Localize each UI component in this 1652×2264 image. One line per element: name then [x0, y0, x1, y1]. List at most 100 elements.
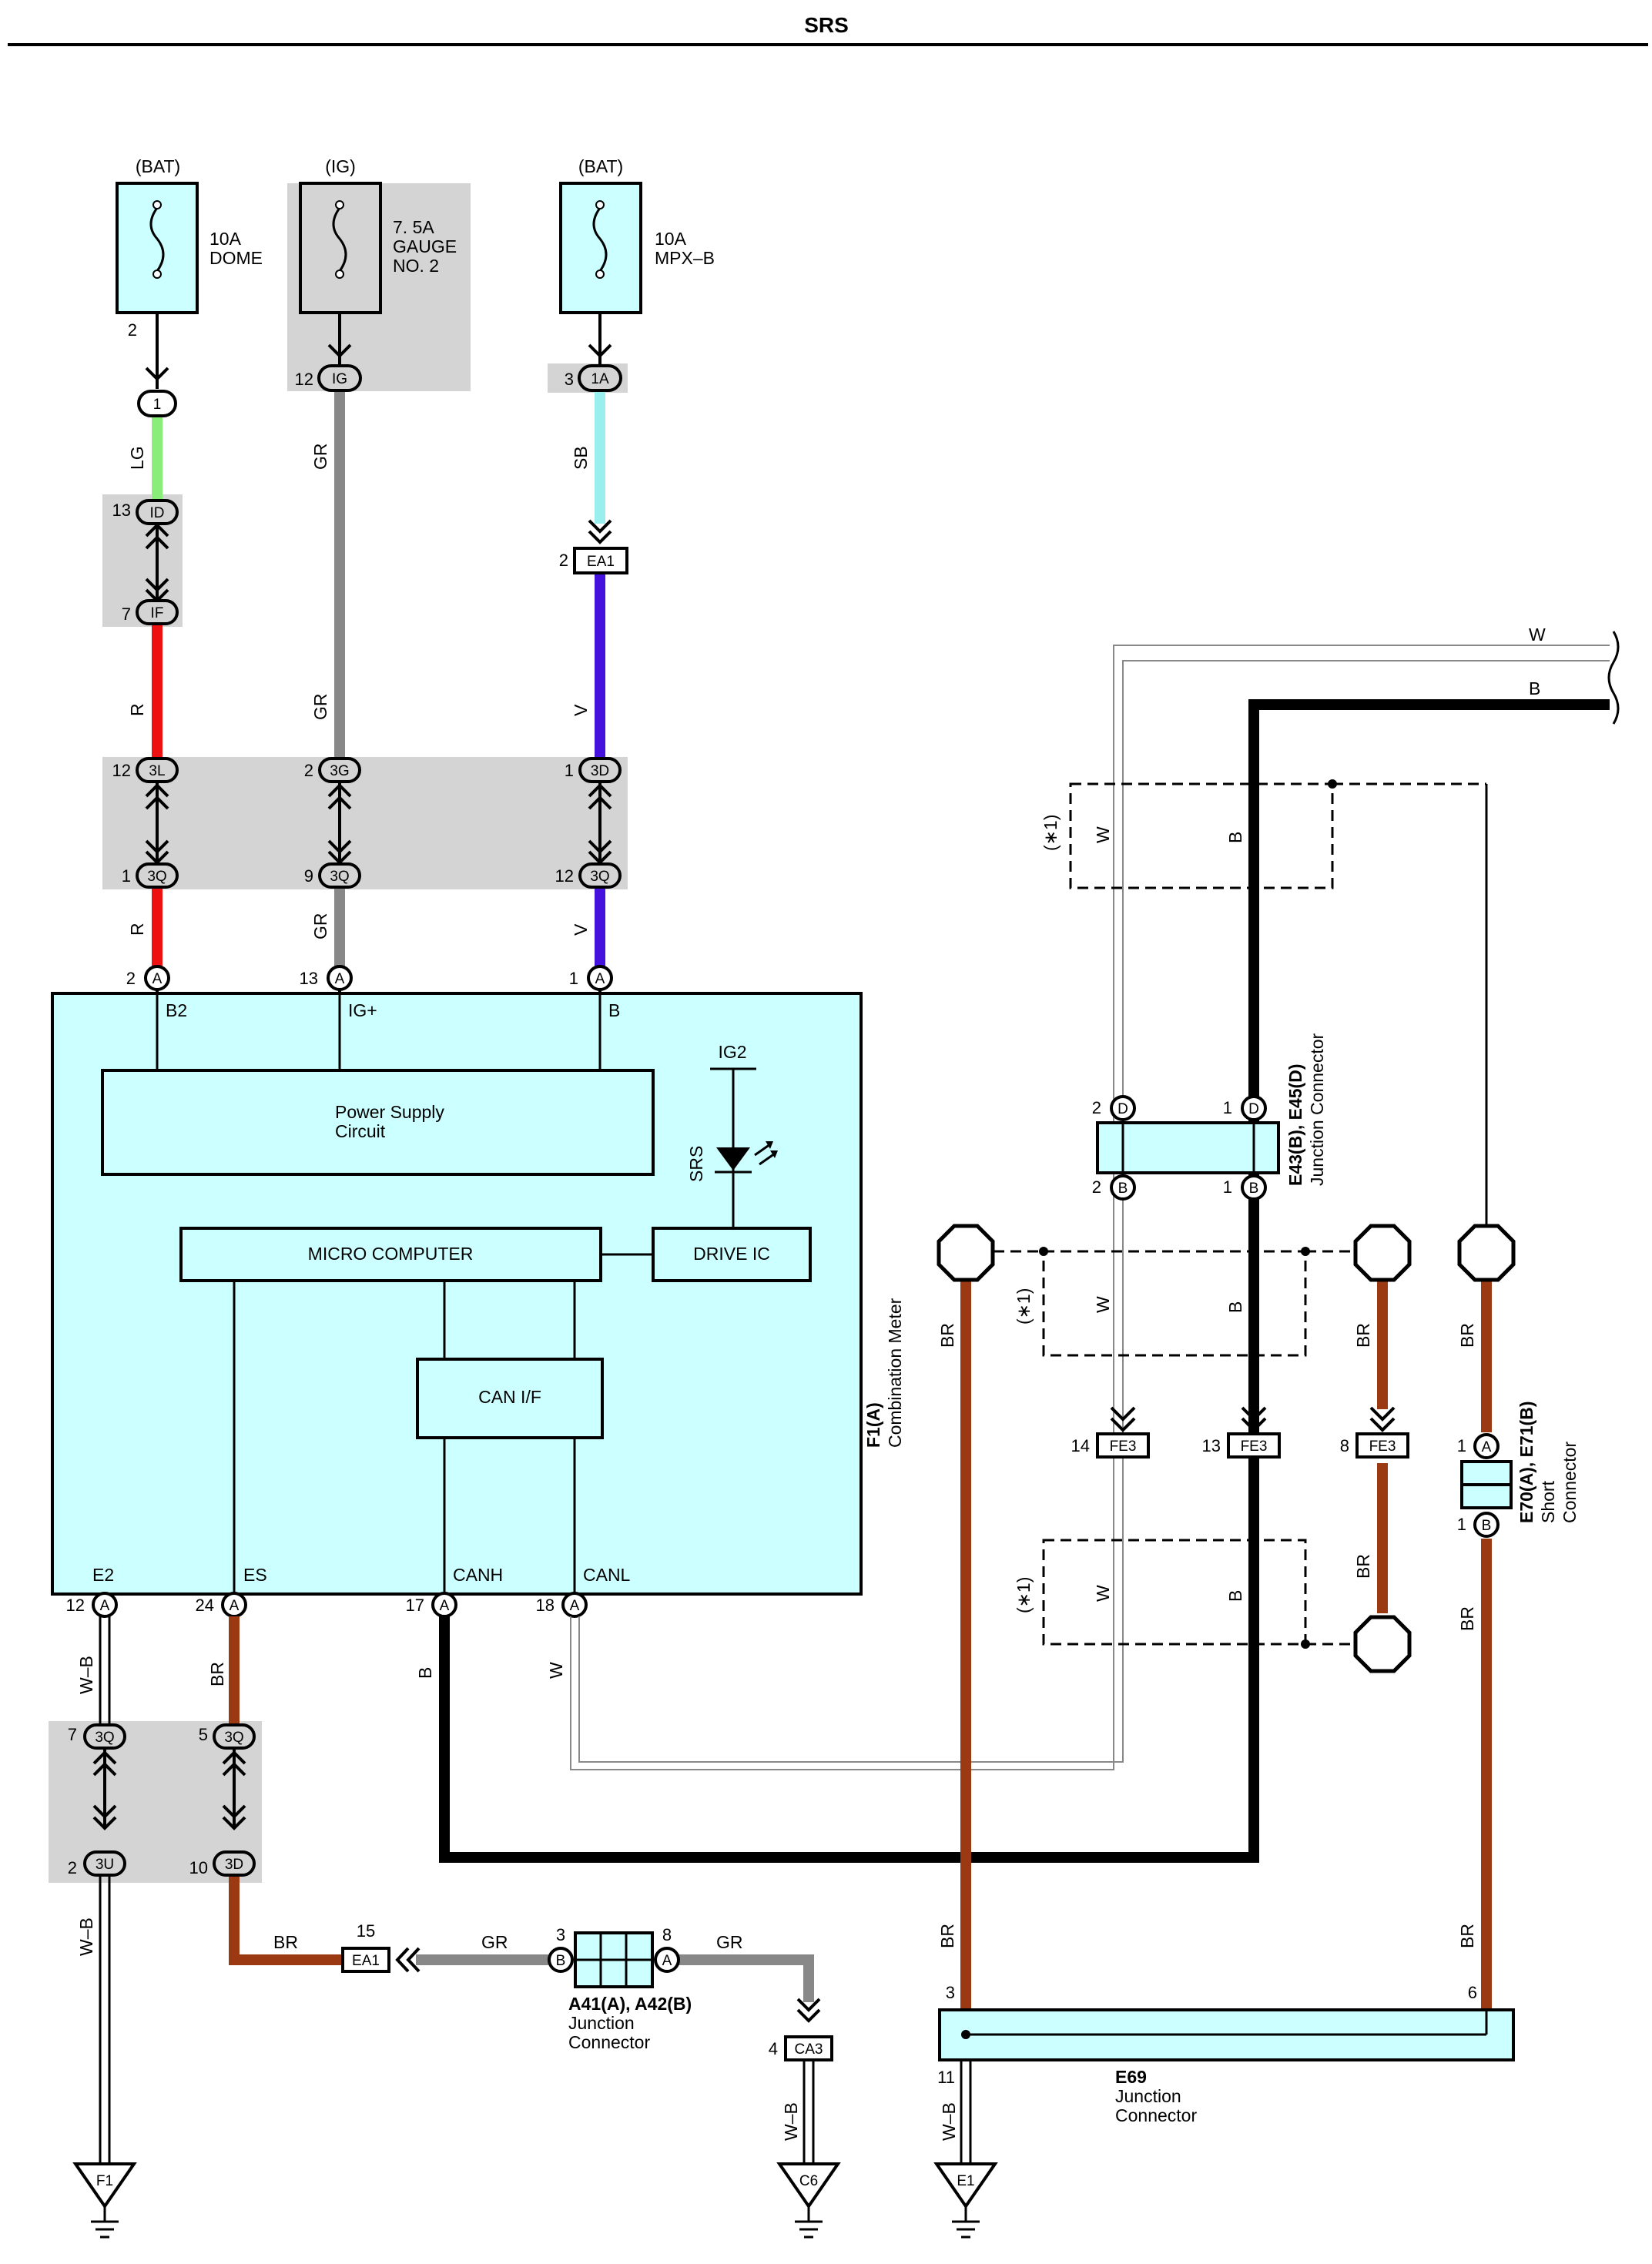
svg-text:3D: 3D	[225, 1857, 243, 1873]
junction-a41-a42: 3 B 8 A A41(A), A42(B) Junction Connecto…	[548, 1925, 692, 2052]
svg-text:Circuit: Circuit	[335, 1121, 386, 1141]
svg-text:Junction: Junction	[568, 2013, 635, 2033]
svg-text:13: 13	[112, 501, 131, 520]
svg-text:W: W	[1529, 625, 1546, 645]
svg-text:GR: GR	[310, 694, 330, 721]
can-if	[416, 1358, 604, 1439]
svg-text:W: W	[546, 1662, 566, 1679]
svg-text:A: A	[100, 1598, 110, 1614]
wire-b-main	[1248, 699, 1610, 1109]
svg-text:GR: GR	[716, 1932, 743, 1952]
svg-text:CANH: CANH	[453, 1565, 503, 1585]
ground-c6: C6	[776, 2162, 841, 2239]
svg-text:10A: 10A	[209, 229, 242, 249]
svg-text:GAUGE: GAUGE	[393, 236, 457, 256]
svg-text:R: R	[127, 703, 147, 716]
svg-text:14: 14	[1071, 1436, 1090, 1455]
svg-text:B: B	[415, 1667, 435, 1679]
svg-text:A: A	[595, 971, 605, 987]
svg-text:CA3: CA3	[795, 2041, 823, 2058]
connector-arrows-3x	[145, 782, 612, 865]
svg-text:18: 18	[536, 1596, 555, 1615]
svg-text:1: 1	[565, 761, 574, 780]
svg-text:IG: IG	[332, 371, 347, 387]
connector-1a: 3 1A	[565, 364, 622, 392]
svg-text:(BAT): (BAT)	[136, 156, 180, 176]
svg-text:15: 15	[357, 1921, 375, 1941]
svg-text:B: B	[1225, 1301, 1245, 1313]
svg-text:E43(B), E45(D): E43(B), E45(D)	[1285, 1064, 1305, 1186]
dashed-box-labels: (∗1) W B (∗1) W B (∗1) W B	[1014, 815, 1245, 1613]
svg-text:3Q: 3Q	[330, 869, 349, 885]
svg-text:B: B	[1225, 1590, 1245, 1602]
svg-text:2: 2	[126, 969, 136, 988]
svg-text:A: A	[152, 971, 163, 987]
connector-id-if: 13 ID 7 IF	[112, 499, 179, 625]
svg-text:SB: SB	[571, 446, 591, 470]
svg-text:3Q: 3Q	[95, 1730, 114, 1746]
svg-text:BR: BR	[207, 1662, 227, 1686]
svg-text:A: A	[1482, 1439, 1492, 1455]
svg-text:Connector: Connector	[1115, 2105, 1197, 2125]
svg-text:BR: BR	[1457, 1924, 1477, 1948]
svg-text:(∗1): (∗1)	[1014, 1288, 1034, 1325]
junction-e43-e45: 2 D 1 D 2 B 1 B E43(B), E45(D) Junction …	[1092, 1033, 1327, 1201]
splice-dot	[1039, 1247, 1048, 1256]
svg-text:E1: E1	[957, 2173, 974, 2189]
svg-text:(IG): (IG)	[325, 156, 356, 176]
svg-text:11: 11	[937, 2068, 955, 2087]
svg-text:A: A	[662, 1953, 672, 1969]
connector-ea1-top: 2 EA1	[559, 519, 628, 574]
svg-text:3Q: 3Q	[224, 1730, 243, 1746]
micro-computer	[179, 1227, 602, 1282]
svg-text:BR: BR	[1353, 1323, 1373, 1348]
svg-text:2: 2	[559, 551, 568, 570]
svg-text:3Q: 3Q	[147, 869, 166, 885]
svg-text:3D: 3D	[591, 763, 609, 779]
svg-text:BR: BR	[1457, 1606, 1477, 1631]
wire-labels-top: LG GR SB R GR V R GR V	[127, 444, 591, 940]
svg-text:Connector: Connector	[568, 2032, 650, 2052]
svg-text:BR: BR	[1353, 1554, 1373, 1579]
svg-text:DRIVE IC: DRIVE IC	[693, 1244, 770, 1264]
svg-text:W–B: W–B	[76, 1656, 96, 1694]
svg-text:GR: GR	[310, 913, 330, 940]
svg-text:E69: E69	[1115, 2067, 1147, 2087]
svg-text:IG2: IG2	[718, 1042, 746, 1062]
wire-break-icon	[1607, 631, 1620, 725]
wire-labels-lower: W–B BR B W W–B BR GR GR W–B W–B	[76, 1656, 959, 2141]
svg-text:A41(A), A42(B): A41(A), A42(B)	[568, 1994, 692, 2014]
wire-labels-right: BR BR BR BR BR BR BR	[937, 1323, 1477, 1948]
svg-text:12: 12	[555, 866, 574, 886]
svg-text:3: 3	[565, 370, 574, 389]
svg-text:Power Supply: Power Supply	[335, 1102, 444, 1122]
svg-text:F1(A): F1(A)	[863, 1402, 883, 1448]
svg-text:W: W	[1093, 826, 1113, 843]
wire-w-canl	[570, 645, 1610, 1770]
svg-text:B: B	[1225, 832, 1245, 843]
fuse-mpx-b: (BAT) 10A MPX–B	[559, 156, 715, 314]
svg-text:EA1: EA1	[352, 1953, 380, 1969]
svg-text:3U: 3U	[96, 1857, 114, 1873]
svg-text:3: 3	[556, 1925, 565, 1944]
wire-br-es-bottom	[229, 1875, 343, 1965]
svg-text:B: B	[1482, 1518, 1492, 1534]
splice-dot	[1328, 779, 1337, 789]
svg-text:W: W	[1093, 1585, 1113, 1602]
svg-text:F1: F1	[96, 2173, 113, 2189]
svg-text:1: 1	[1457, 1515, 1466, 1534]
svg-text:GR: GR	[310, 444, 330, 471]
wire-b-canh	[439, 701, 1259, 1863]
svg-text:MICRO COMPUTER: MICRO COMPUTER	[308, 1244, 474, 1264]
svg-text:A: A	[570, 1598, 580, 1614]
svg-text:A: A	[335, 971, 345, 987]
svg-text:FE3: FE3	[1110, 1438, 1137, 1455]
svg-text:W: W	[1093, 1296, 1113, 1313]
svg-text:BR: BR	[273, 1932, 298, 1952]
ecu-top-terminals: 2 A 13 A 1 A	[126, 965, 613, 993]
svg-text:EA1: EA1	[587, 554, 615, 570]
svg-text:B: B	[608, 1000, 620, 1020]
svg-text:W–B: W–B	[76, 1917, 96, 1956]
srs-led-icon	[716, 1147, 750, 1171]
svg-text:D: D	[1248, 1101, 1259, 1117]
